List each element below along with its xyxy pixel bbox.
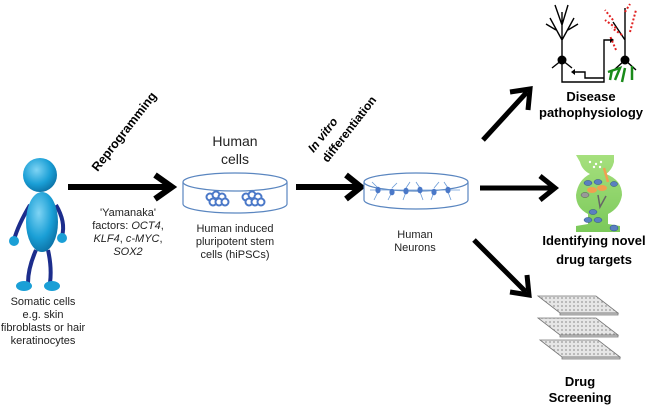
label-line: Human induced [196,223,274,235]
drug-targets-label: Identifying novel drug targets [532,231,652,269]
drug-screening-label: Drug Screening [545,374,615,406]
factor-cmyc: c-MYC [125,233,160,245]
differentiation-arrow [296,172,366,202]
label-line: Screening [548,390,612,405]
label-line: drug targets [556,252,632,267]
label-line: Human [397,229,433,241]
heading-line: Human [212,133,258,149]
factors-prefix: 'Yamanaka' [100,207,156,219]
disease-pathophysiology-label: Disease pathophysiology [530,89,652,121]
hipsc-label: Human induced pluripotent stem cells (hi… [185,223,285,262]
human-cells-heading: Human cells [205,132,265,168]
label-line: e.g. skin [22,309,64,321]
synapse-pathway-icon [576,155,622,232]
factor-klf4: KLF4 [93,233,120,245]
petri-dish-colonies-icon [182,172,288,214]
label-line: Somatic cells [10,296,76,308]
petri-dish-neurons-icon [363,172,469,210]
label-line: Neurons [394,242,436,254]
label-line: pathophysiology [539,105,643,120]
drug-targets-arrow [480,174,560,202]
somatic-cells-label: Somatic cells e.g. skin fibroblasts or h… [0,296,86,348]
label-line: keratinocytes [10,335,76,347]
person-figure-icon [9,158,67,291]
label-line: fibroblasts or hair [0,322,86,334]
factor-sox2: SOX2 [113,246,143,258]
label-line: cells (hiPSCs) [200,249,270,261]
label-line: Drug [564,374,596,389]
yamanaka-factors-label: 'Yamanaka' factors: OCT4, KLF4, c-MYC, S… [80,207,176,259]
label-line: Identifying novel [542,233,646,248]
neurons-label: Human Neurons [385,229,445,255]
well-plates-icon [536,295,622,360]
reprogramming-arrow [68,172,178,202]
screening-arrow [472,238,532,298]
label-line: pluripotent stem [195,236,275,248]
factors-label: factors: [92,220,132,232]
heading-line: cells [220,151,249,167]
disease-arrow [481,86,533,142]
factor-oct4: OCT4 [131,220,161,232]
label-line: Disease [566,89,616,104]
neuron-circuit-icon [545,4,637,83]
